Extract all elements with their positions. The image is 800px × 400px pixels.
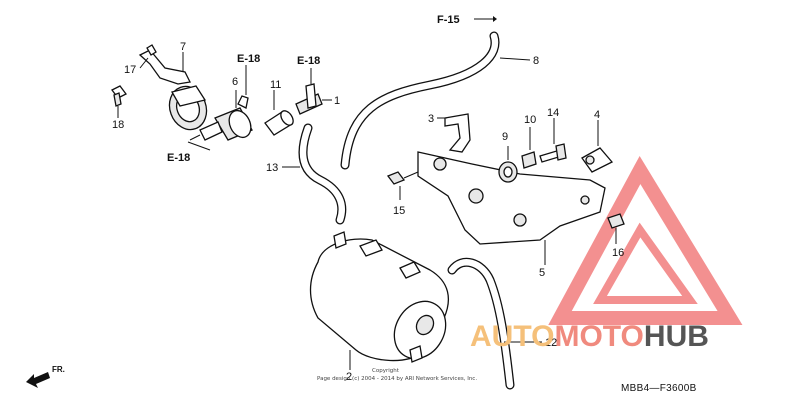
callout-11: 11 (270, 79, 281, 91)
callout-14: 14 (547, 107, 559, 119)
callout-5: 5 (539, 267, 545, 279)
callout-2: 2 (346, 371, 352, 383)
bolt-part-18 (111, 85, 127, 118)
grommet-part-9 (498, 146, 518, 183)
ref-e18-top: E-18 (237, 53, 260, 65)
ref-e18-left: E-18 (167, 152, 190, 164)
tube-part-11 (264, 90, 294, 136)
front-direction-marker: FR. (26, 365, 65, 388)
callout-9: 9 (502, 131, 508, 143)
stay-part-4 (581, 120, 614, 173)
callout-12: 12 (545, 337, 557, 349)
callout-16: 16 (612, 247, 624, 259)
callout-7: 7 (180, 41, 186, 53)
diagram-code: MBB4—F3600B (621, 383, 697, 394)
svg-text:F-15: F-15 (437, 14, 460, 26)
watermark-triangle-icon (548, 155, 743, 325)
front-label: FR. (52, 365, 65, 374)
canister-part-2 (309, 231, 450, 370)
joint-part-1 (295, 68, 332, 115)
callout-10: 10 (524, 114, 536, 126)
screw-part-17 (139, 44, 157, 69)
watermark-text-auto: AUTO (470, 320, 554, 353)
bracket-part-5 (417, 151, 606, 265)
collar-part-10 (521, 127, 537, 169)
copyright-line-1: Copyright (372, 368, 400, 374)
watermark-text: AUTOMOTOHUB (470, 320, 709, 353)
watermark-text-moto: MOTO (554, 320, 643, 353)
watermark-logo (548, 155, 743, 325)
callout-17: 17 (124, 64, 136, 76)
hose-part-12 (447, 257, 542, 390)
callout-8: 8 (533, 55, 539, 67)
callout-15: 15 (393, 205, 405, 217)
callout-1: 1 (334, 95, 340, 107)
hose-part-13 (282, 123, 347, 225)
bolt-part-16 (607, 213, 625, 244)
hose-part-8 (340, 31, 531, 170)
ref-e18-mid: E-18 (297, 55, 320, 67)
bolt-part-15 (386, 171, 419, 200)
ref-f15: F-15 (437, 14, 497, 26)
callout-13: 13 (266, 162, 278, 174)
copyright-line-2: Page design (c) 2004 - 2014 by ARI Netwo… (317, 376, 477, 382)
front-arrow-icon (26, 372, 50, 388)
callout-6: 6 (232, 76, 238, 88)
bolt-part-14 (539, 118, 567, 163)
clamp-part-7 (138, 49, 208, 131)
callout-4: 4 (594, 109, 600, 121)
callout-18: 18 (112, 119, 124, 131)
watermark-text-hub: HUB (644, 320, 709, 353)
solenoid-valve-part-6 (187, 65, 253, 151)
bracket-part-3 (437, 113, 471, 153)
callout-3: 3 (428, 113, 434, 125)
